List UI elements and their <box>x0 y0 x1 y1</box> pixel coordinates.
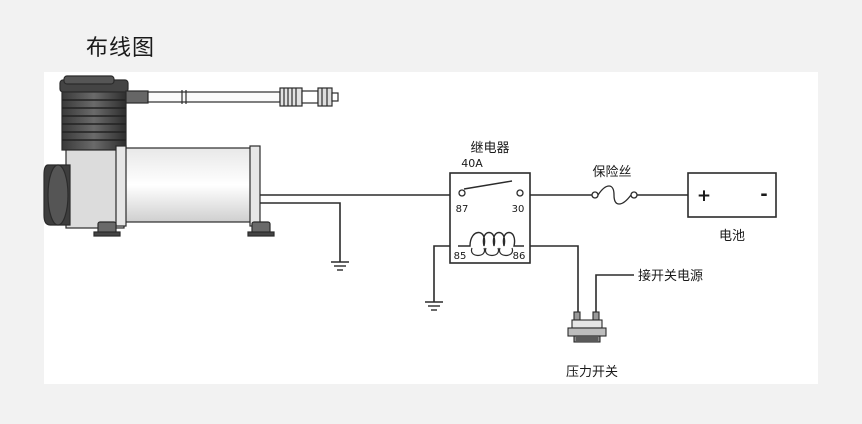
battery-symbol <box>687 172 777 218</box>
ground-symbol <box>425 301 443 311</box>
battery-plus: + <box>697 186 711 206</box>
ground-symbol <box>331 261 349 271</box>
diagram-title: 布线图 <box>86 36 156 61</box>
pressure-switch <box>567 311 607 343</box>
relay <box>449 172 531 264</box>
relay-body <box>449 172 531 264</box>
wire-85-ground <box>433 245 450 302</box>
fuse-label: 保险丝 <box>592 165 631 180</box>
relay-coil <box>458 231 524 247</box>
wire-86-to-switch <box>530 245 579 312</box>
wire-power-to-switch <box>595 274 634 312</box>
battery-minus: - <box>760 184 767 205</box>
wire-compressor-ground <box>260 202 341 262</box>
relay-rating: 40A <box>461 157 483 170</box>
pressure-switch-label: 压力开关 <box>566 365 618 380</box>
relay-switch-arm <box>463 180 513 190</box>
relay-pin-86: 86 <box>513 251 526 262</box>
fuse-symbol <box>591 185 638 205</box>
relay-contact-30 <box>516 189 524 197</box>
power-source-label: 接开关电源 <box>638 268 703 284</box>
relay-pin-87: 87 <box>456 204 469 215</box>
relay-pin-85: 85 <box>454 251 467 262</box>
relay-name: 继电器 <box>470 141 509 156</box>
battery-label: 电池 <box>719 229 745 244</box>
diagram-panel <box>44 72 818 384</box>
air-compressor <box>43 75 339 237</box>
relay-pin-30: 30 <box>512 204 525 215</box>
relay-contact-87 <box>458 189 466 197</box>
wiring <box>260 194 688 312</box>
